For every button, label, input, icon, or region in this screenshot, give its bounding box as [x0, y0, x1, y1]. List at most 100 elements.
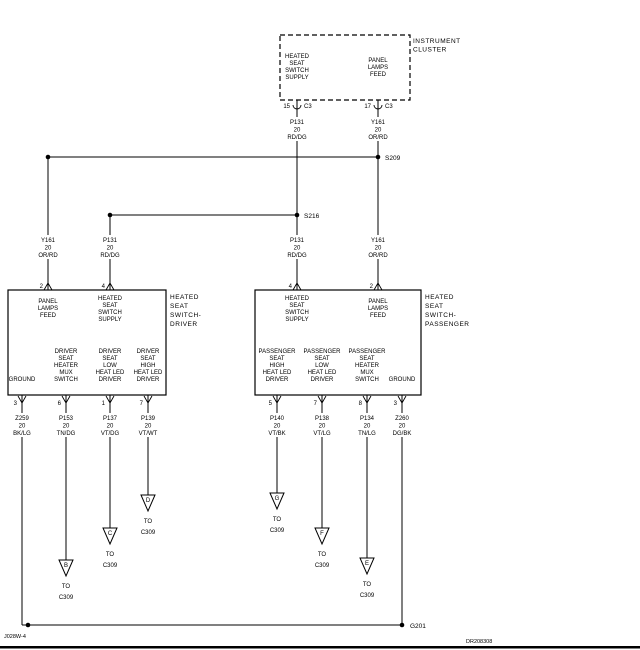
wire-color: VT/LG — [313, 431, 331, 437]
wire-gauge: 20 — [19, 424, 26, 430]
wire-gauge: 20 — [145, 424, 152, 430]
connector-triangle-icon — [359, 557, 375, 576]
wire-color: OR/RD — [38, 253, 58, 259]
ground-label-g201: G201 — [410, 623, 426, 630]
wire-gauge: 20 — [107, 246, 114, 252]
connector-triangle-icon — [314, 527, 330, 546]
label-mask — [365, 117, 391, 141]
circuit-id: P153 — [59, 416, 74, 422]
wire-gauge: 20 — [294, 128, 301, 134]
circuit-id: P139 — [141, 416, 156, 422]
label-mask — [35, 235, 61, 259]
diagram-code-left: J028W-4 — [4, 634, 26, 640]
connector-letter: B — [64, 563, 68, 569]
wire-gauge: 20 — [274, 424, 281, 430]
wire-color: TN/DG — [57, 431, 76, 437]
connector-letter: F — [320, 531, 324, 537]
passenger-pin-8: 8 — [359, 401, 363, 407]
wire-color: VT/WT — [139, 431, 158, 437]
splice-label-s209: S209 — [385, 155, 401, 162]
connector-letter: D — [146, 498, 151, 504]
diagram-code-right: DR208308 — [466, 639, 492, 645]
ground-junction-dot — [25, 622, 31, 628]
circuit-id: Z259 — [15, 416, 29, 422]
circuit-id: P138 — [315, 416, 330, 422]
wire-color: VT/DG — [101, 431, 120, 437]
circuit-id: Y161 — [371, 238, 386, 244]
to-label: TO — [144, 519, 153, 525]
to-label: TO — [106, 552, 115, 558]
splice-dot-s209 — [375, 154, 381, 160]
pin-terminal-symbol — [373, 282, 383, 291]
inline-connector-e: E TO C309 — [359, 557, 375, 599]
label-mask — [284, 117, 310, 141]
circuit-id: P131 — [103, 238, 118, 244]
circuit-id: Y161 — [41, 238, 56, 244]
circuit-id: P131 — [290, 120, 305, 126]
wire-gauge: 20 — [294, 246, 301, 252]
inline-connector-d: D TO C309 — [140, 494, 156, 536]
label-mask — [135, 413, 161, 437]
cluster-connector-c3-left: C3 — [304, 104, 312, 110]
passenger-pin-5: 5 — [269, 401, 273, 407]
driver-pin-4: 4 — [102, 284, 106, 290]
wire-gauge: 20 — [107, 424, 114, 430]
connector-dest: C309 — [59, 595, 74, 601]
inline-connector-f: F TO C309 — [314, 527, 330, 569]
footer: J028W-4 DR208308 — [0, 634, 640, 649]
connector-triangle-icon — [140, 494, 156, 513]
wire-color: VT/BK — [268, 431, 285, 437]
passenger-pin-2: 2 — [370, 284, 374, 290]
wire-color: BK/LG — [13, 431, 31, 437]
to-label: TO — [318, 552, 327, 558]
pin-terminal-symbol — [292, 282, 302, 291]
connector-triangle-icon — [269, 492, 285, 511]
driver-pin-2: 2 — [40, 284, 44, 290]
inline-connector-c: C TO C309 — [102, 527, 118, 569]
connector-triangle-icon — [58, 559, 74, 578]
label-mask — [389, 413, 415, 437]
circuit-id: P137 — [103, 416, 118, 422]
driver-pin-3: 3 — [14, 401, 18, 407]
cluster-connector-c3-right: C3 — [385, 104, 393, 110]
passenger-pin-3: 3 — [394, 401, 398, 407]
passenger-ground-label: GROUND — [389, 377, 416, 383]
pin-terminal-symbol — [105, 282, 115, 291]
connector-dest: C309 — [103, 563, 118, 569]
